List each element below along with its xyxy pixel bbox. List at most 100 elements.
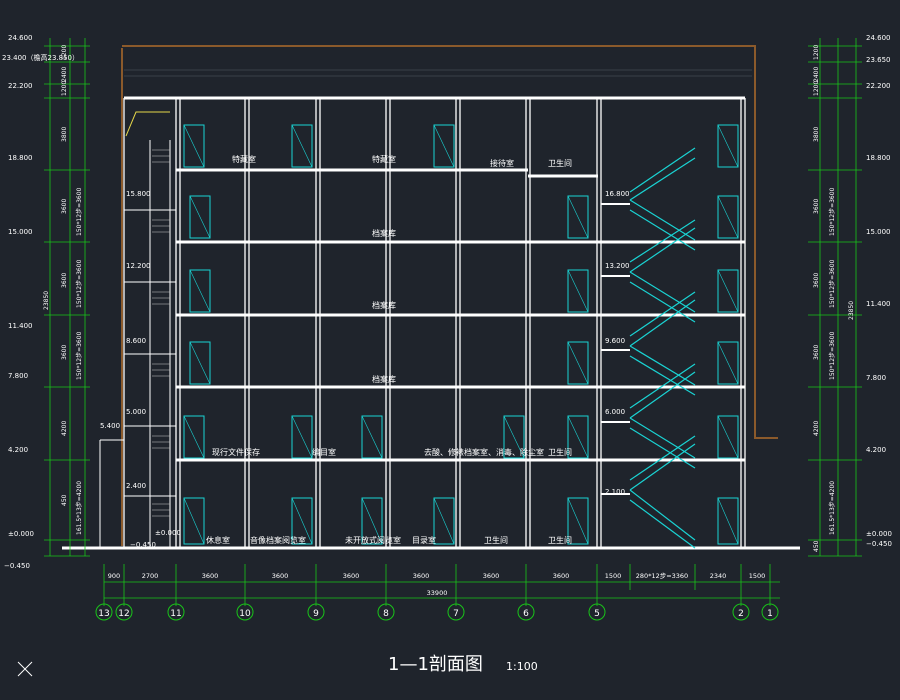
- window-frame: [503, 415, 525, 459]
- elevation-label: 12.200: [126, 262, 151, 270]
- room-label: 接待室: [490, 158, 514, 168]
- svg-text:8: 8: [383, 609, 389, 619]
- left-stair: [99, 140, 176, 548]
- axis-bubble: 8: [377, 603, 395, 621]
- drawing-title: 1—1剖面图: [388, 654, 483, 675]
- dimension-value: 2400: [61, 67, 68, 82]
- window-frame: [291, 124, 313, 168]
- windows: [183, 124, 739, 545]
- window-glazing: [183, 124, 205, 168]
- window-glazing: [567, 497, 589, 545]
- window-frame: [189, 195, 211, 239]
- dimension-value: 2340: [710, 572, 727, 580]
- elevation-label: 18.800: [866, 154, 891, 162]
- dimension-value: 1500: [605, 572, 622, 580]
- window-glazing: [361, 497, 383, 545]
- room-label: 现行文件保存: [212, 447, 260, 457]
- axis-bubble: 2: [732, 603, 750, 621]
- dimension-value: 33900: [427, 589, 448, 597]
- ucs-icon: [17, 661, 33, 677]
- elevation-label: 22.200: [8, 82, 33, 90]
- window-glazing: [189, 269, 211, 313]
- window-glazing: [189, 341, 211, 385]
- room-label: 特藏室: [372, 154, 396, 164]
- elevation-label: ±0.000: [155, 529, 181, 537]
- window-frame: [717, 415, 739, 459]
- dimension-value: 3600: [272, 572, 289, 580]
- right-elevations: 24.600 23.650 22.200 18.800 15.000 11.40…: [866, 34, 892, 548]
- room-label: 休息室: [206, 535, 230, 545]
- dimension-value: 23850: [848, 301, 855, 320]
- dimension-value: 161.5*13步=4200: [75, 481, 83, 535]
- window-glazing: [717, 124, 739, 168]
- dimension-value: 3600: [813, 199, 820, 214]
- dimension-value: 4200: [813, 421, 820, 436]
- elevation-label: 15.000: [8, 228, 33, 236]
- window-glazing: [717, 415, 739, 459]
- window-glazing: [291, 124, 313, 168]
- elevation-label: ±0.000: [866, 530, 892, 538]
- dimension-value: 280*12步=3360: [636, 572, 688, 580]
- window-glazing: [567, 269, 589, 313]
- window-glazing: [361, 415, 383, 459]
- window-frame: [433, 124, 455, 168]
- axis-bubble: 7: [447, 603, 465, 621]
- elevation-label: 15.000: [866, 228, 891, 236]
- window-frame: [717, 341, 739, 385]
- window-frame: [361, 415, 383, 459]
- dimension-value: 161.5*13步=4200: [828, 481, 836, 535]
- window-glazing: [717, 195, 739, 239]
- room-label: 档案库: [372, 228, 396, 238]
- axis-bubble: 6: [517, 603, 535, 621]
- window-glazing: [567, 195, 589, 239]
- elevation-label: 23.400（檐高23.850）: [2, 53, 79, 62]
- elevation-label: 2.400: [126, 482, 146, 490]
- dimension-value: 3600: [343, 572, 360, 580]
- elevation-label: 2.100: [605, 488, 625, 496]
- elevation-label: 13.200: [605, 262, 630, 270]
- axis-bubble: 5: [588, 603, 606, 621]
- elevation-label: 23.650: [866, 56, 891, 64]
- room-label: 音像档案阅览室: [250, 535, 306, 545]
- room-label: 目录室: [412, 535, 436, 545]
- inner-elevations: 16.800 13.200 9.600 6.000 2.100 15.800 1…: [100, 190, 630, 549]
- room-label: 卫生间: [548, 535, 572, 545]
- dimension-value: 2700: [142, 572, 159, 580]
- window-glazing: [567, 341, 589, 385]
- svg-text:11: 11: [170, 609, 181, 619]
- dimension-value: 1200: [813, 81, 820, 96]
- elevation-label: 5.000: [126, 408, 146, 416]
- dimension-value: 150*12步=3600: [828, 187, 836, 236]
- dimension-value: 900: [108, 572, 120, 580]
- dimension-value: 3600: [413, 572, 430, 580]
- svg-text:1: 1: [767, 609, 773, 619]
- dimension-value: 3600: [61, 273, 68, 288]
- window-glazing: [717, 497, 739, 545]
- dimension-value: 450: [813, 540, 820, 552]
- dimension-value: 150*12步=3600: [75, 259, 83, 308]
- elevation-label: −0.450: [866, 540, 892, 548]
- elevation-label: 11.400: [8, 322, 33, 330]
- room-label: 卫生间: [548, 158, 572, 168]
- window-glazing: [183, 415, 205, 459]
- window-frame: [717, 124, 739, 168]
- dimension-value: 3600: [202, 572, 219, 580]
- room-label: 档案库: [372, 374, 396, 384]
- left-dimension-chain: [44, 38, 90, 557]
- window-glazing: [717, 269, 739, 313]
- dimension-value: 1500: [749, 572, 766, 580]
- window-glazing: [291, 497, 313, 545]
- dimension-value: 150*12步=3600: [828, 259, 836, 308]
- drawing-scale: 1:100: [506, 660, 538, 673]
- room-labels: 特藏室 特藏室 接待室 卫生间 档案库 档案库 档案库 现行文件保存 编目室 去…: [206, 154, 572, 545]
- elevation-label: 22.200: [866, 82, 891, 90]
- elevation-label: 7.800: [8, 372, 28, 380]
- axis-bubble: 10: [236, 603, 254, 621]
- bottom-dim-values: 900 2700 3600 3600 3600 3600 3600 3600 1…: [108, 572, 765, 597]
- elevation-label: 24.600: [866, 34, 891, 42]
- svg-text:12: 12: [118, 609, 129, 619]
- room-label: 档案库: [372, 300, 396, 310]
- bottom-dimension-chain: [103, 564, 780, 606]
